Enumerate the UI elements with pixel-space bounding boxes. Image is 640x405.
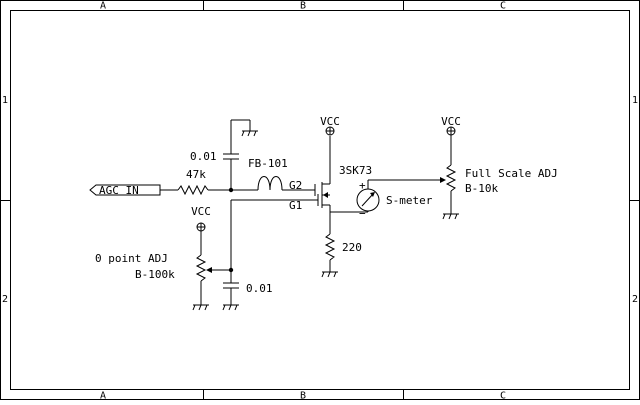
vcc-drain-label: VCC — [320, 115, 340, 128]
ground-top-hatch-1 — [241, 130, 245, 137]
ground-full-hatch-3 — [454, 213, 458, 220]
row-ref-right-2: 2 — [632, 294, 638, 305]
resistor-220-zigzag — [324, 233, 336, 261]
column-ref-top-c: C — [500, 1, 506, 12]
ground-source-hatch-3 — [333, 271, 337, 278]
ground-zero-hatch-2 — [198, 304, 202, 311]
zero-point-value-label: B-100k — [135, 268, 175, 281]
potentiometer-full-scale: Full Scale ADJ B-10k — [445, 164, 558, 214]
s-meter-needle — [361, 193, 374, 207]
ground-source-hatch-1 — [321, 271, 325, 278]
mosfet-3sk73: 3SK73 G2 G1 — [231, 136, 372, 234]
ground-symbol-full-scale — [442, 213, 459, 220]
potentiometer-zero-point: 0 point ADJ B-100k — [95, 252, 231, 305]
ground-cap-hatch-1 — [222, 304, 226, 311]
ground-zero-hatch-1 — [192, 304, 196, 311]
s-meter-plus-label: + — [359, 179, 366, 192]
mosfet-part-label: 3SK73 — [339, 164, 372, 177]
s-meter-label: S-meter — [386, 194, 433, 207]
resistor-220: 220 — [324, 233, 362, 272]
column-ref-bottom-a: A — [100, 391, 106, 401]
ground-symbol-top — [241, 130, 258, 137]
column-ref-bottom-c: C — [500, 391, 506, 401]
resistor-47k-zigzag — [177, 184, 209, 196]
zero-point-zigzag — [195, 254, 207, 282]
ground-cap-hatch-3 — [234, 304, 238, 311]
full-scale-zigzag — [445, 164, 457, 192]
capacitor-top-label: 0.01 — [190, 150, 217, 163]
ground-symbol-bottom-cap — [222, 304, 239, 311]
mosfet-gate2-label: G2 — [289, 179, 302, 192]
capacitor-bottom: 0.01 — [223, 200, 273, 305]
ground-top-hatch-3 — [253, 130, 257, 137]
column-ref-top-b: B — [300, 1, 306, 12]
full-scale-name-label: Full Scale ADJ — [465, 167, 558, 180]
row-ref-left-2: 2 — [2, 294, 8, 305]
column-ref-top-a: A — [100, 1, 106, 12]
junction-dot-gate1-node — [228, 267, 234, 273]
ground-symbol-source — [321, 271, 338, 278]
column-ref-bottom-b: B — [300, 391, 306, 401]
ground-full-hatch-1 — [442, 213, 446, 220]
row-ref-right-1: 1 — [632, 95, 638, 106]
ground-symbol-zero-point — [192, 304, 209, 311]
ground-cap-hatch-2 — [228, 304, 232, 311]
inner-border — [10, 10, 630, 390]
vcc-supply-drain: VCC — [320, 115, 340, 136]
capacitor-top: 0.01 — [190, 119, 251, 190]
vcc-supply-zero-point: VCC — [191, 205, 211, 255]
row-ref-left-1: 1 — [2, 95, 8, 106]
ferrite-bead: FB-101 — [231, 157, 315, 191]
full-scale-wiper-arrow — [440, 177, 446, 183]
agc-in-port: AGC IN — [89, 184, 178, 197]
vcc-supply-full-scale: VCC — [441, 115, 461, 165]
zero-point-name-label: 0 point ADJ — [95, 252, 168, 265]
ferrite-bead-label: FB-101 — [248, 157, 288, 170]
ground-source-hatch-2 — [327, 271, 331, 278]
resistor-47k-label: 47k — [186, 168, 206, 181]
ferrite-bead-loops — [257, 176, 283, 191]
ground-zero-hatch-3 — [204, 304, 208, 311]
agc-in-label: AGC IN — [99, 184, 139, 197]
s-meter: + − S-meter — [330, 177, 446, 220]
zero-point-wiper-arrow — [206, 267, 212, 273]
capacitor-bottom-label: 0.01 — [246, 282, 273, 295]
s-meter-needle-head — [370, 192, 375, 197]
vcc-zero-label: VCC — [191, 205, 211, 218]
resistor-47k: 47k — [177, 168, 231, 196]
ground-full-hatch-2 — [448, 213, 452, 220]
mosfet-gate1-label: G1 — [289, 199, 302, 212]
vcc-full-label: VCC — [441, 115, 461, 128]
resistor-220-label: 220 — [342, 241, 362, 254]
s-meter-minus-label: − — [359, 207, 366, 220]
ground-top-hatch-2 — [247, 130, 251, 137]
full-scale-value-label: B-10k — [465, 182, 498, 195]
